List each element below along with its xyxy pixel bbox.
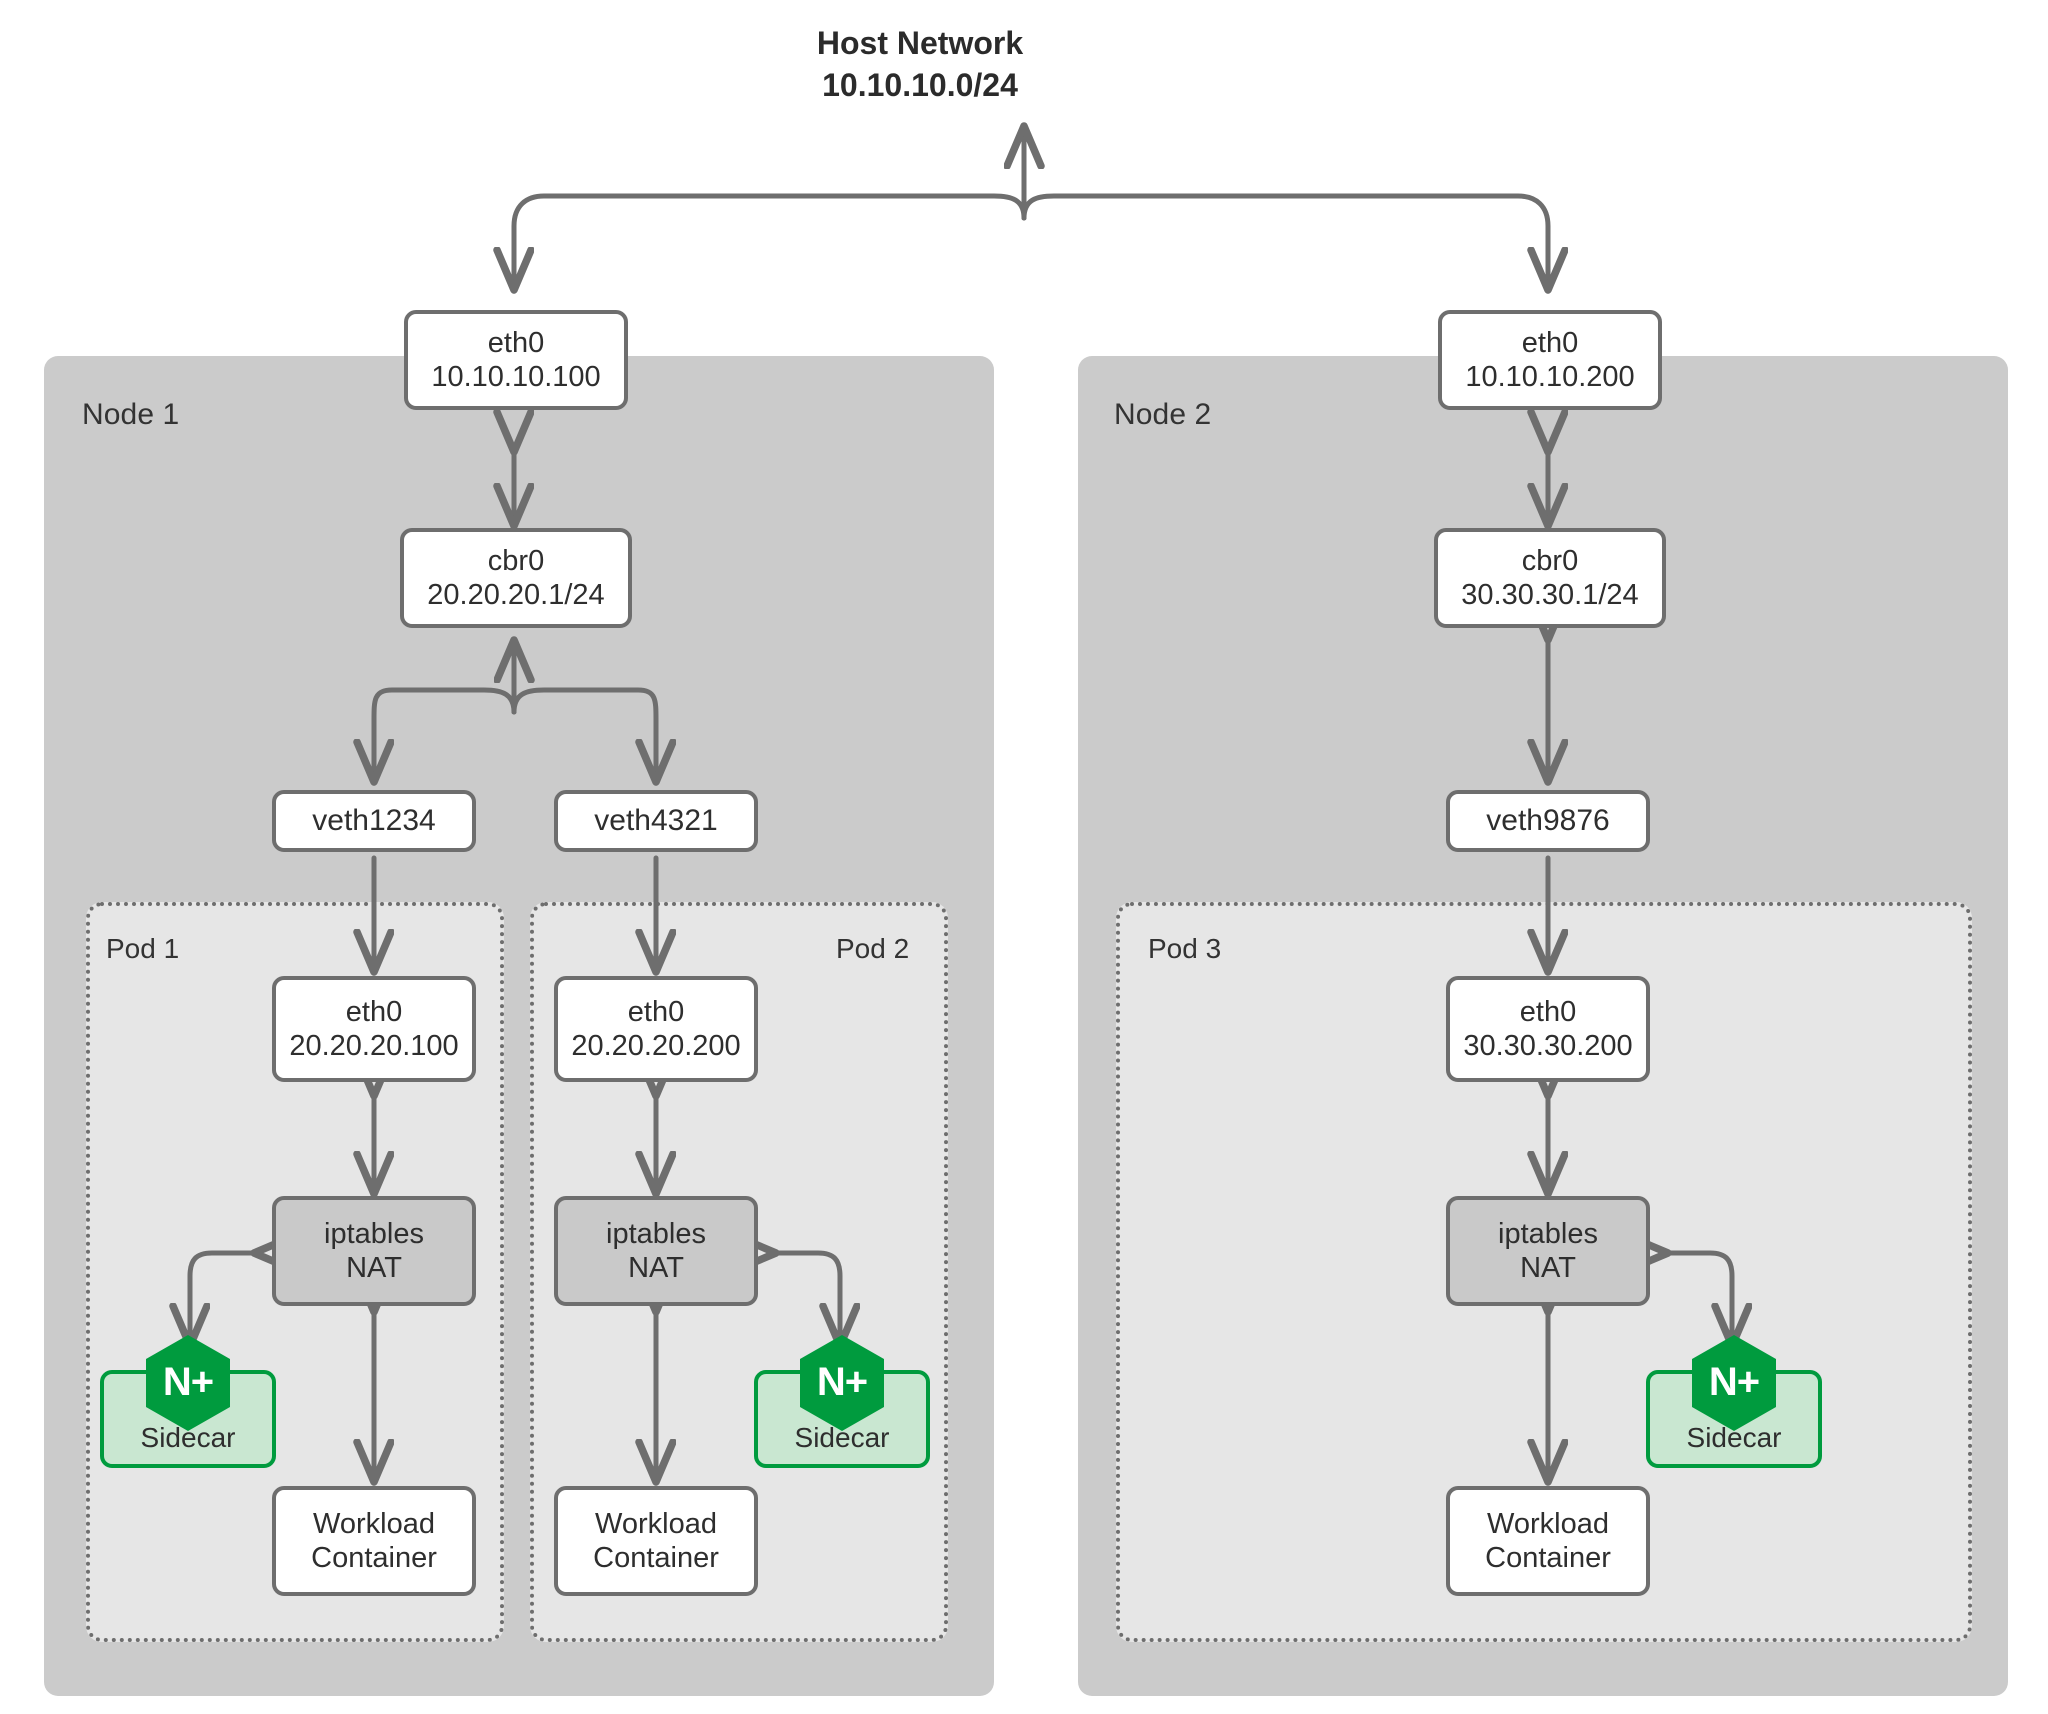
pod-1-iptables-nat-chip[interactable]: iptables NAT <box>272 1196 476 1306</box>
node-2-eth0-chip[interactable]: eth0 10.10.10.200 <box>1438 310 1662 410</box>
node-1-cbr0-ip: 20.20.20.1/24 <box>427 579 605 611</box>
wire-host-to-node2 <box>1021 193 1548 290</box>
veth1234-label: veth1234 <box>312 804 436 838</box>
pod-3-label: Pod 3 <box>1148 933 1222 964</box>
wire-host-to-node1 <box>514 193 1027 290</box>
veth4321-chip[interactable]: veth4321 <box>554 790 758 852</box>
node-2-cbr0-name: cbr0 <box>1521 544 1579 577</box>
host-network-name: Host Network <box>816 25 1024 61</box>
pod-3-eth0-chip[interactable]: eth0 30.30.30.200 <box>1446 976 1650 1082</box>
pod-3-workload-line2: Container <box>1485 1542 1611 1574</box>
pod-2-workload-container-chip[interactable]: Workload Container <box>554 1486 758 1596</box>
node-1-cbr0-chip[interactable]: cbr0 20.20.20.1/24 <box>400 528 632 628</box>
pod-3-workload-container-chip[interactable]: Workload Container <box>1446 1486 1650 1596</box>
node-1-eth0-chip[interactable]: eth0 10.10.10.100 <box>404 310 628 410</box>
pod-3-nat-line1: iptables <box>1498 1217 1598 1250</box>
veth9876-chip[interactable]: veth9876 <box>1446 790 1650 852</box>
pod-3-nginx-plus-icon: N+ <box>1690 1334 1778 1432</box>
node-2-eth0-name: eth0 <box>1521 326 1579 359</box>
pod-1-label: Pod 1 <box>106 933 180 964</box>
pod-2-eth0-ip: 20.20.20.200 <box>571 1030 741 1062</box>
veth9876-label: veth9876 <box>1486 804 1610 838</box>
pod-3-eth0-ip: 30.30.30.200 <box>1463 1030 1633 1062</box>
pod-1-nat-line1: iptables <box>324 1217 424 1250</box>
pod-1-nginx-plus-icon: N+ <box>144 1334 232 1432</box>
pod-2-nat-line2: NAT <box>628 1252 684 1284</box>
host-network-title: Host Network 10.10.10.0/24 <box>730 22 1110 106</box>
pod-3-workload-line1: Workload <box>1487 1507 1609 1540</box>
veth1234-chip[interactable]: veth1234 <box>272 790 476 852</box>
node-2-cbr0-chip[interactable]: cbr0 30.30.30.1/24 <box>1434 528 1666 628</box>
pod-1-eth0-ip: 20.20.20.100 <box>289 1030 459 1062</box>
pod-2-eth0-chip[interactable]: eth0 20.20.20.200 <box>554 976 758 1082</box>
pod-2-nat-line1: iptables <box>606 1217 706 1250</box>
pod-2-workload-line1: Workload <box>595 1507 717 1540</box>
pod-3-eth0-name: eth0 <box>1519 995 1577 1028</box>
host-network-cidr: 10.10.10.0/24 <box>822 67 1018 104</box>
node-1-eth0-ip: 10.10.10.100 <box>431 361 601 393</box>
pod-1-eth0-chip[interactable]: eth0 20.20.20.100 <box>272 976 476 1082</box>
node-1-cbr0-name: cbr0 <box>487 544 545 577</box>
pod-1-workload-line2: Container <box>311 1542 437 1574</box>
pod-3-iptables-nat-chip[interactable]: iptables NAT <box>1446 1196 1650 1306</box>
veth4321-label: veth4321 <box>594 804 718 838</box>
node-2-label: Node 2 <box>1114 398 1212 431</box>
pod-3-nginx-plus-text: N+ <box>1708 1359 1760 1404</box>
node-1-eth0-name: eth0 <box>487 326 545 359</box>
pod-2-eth0-name: eth0 <box>627 995 685 1028</box>
pod-2-label: Pod 2 <box>836 933 910 964</box>
pod-2-nginx-plus-icon: N+ <box>798 1334 886 1432</box>
pod-3-nat-line2: NAT <box>1520 1252 1576 1284</box>
pod-1-eth0-name: eth0 <box>345 995 403 1028</box>
pod-2-nginx-plus-text: N+ <box>816 1359 868 1404</box>
node-1-label: Node 1 <box>82 398 180 431</box>
pod-1-nat-line2: NAT <box>346 1252 402 1284</box>
pod-1-workload-container-chip[interactable]: Workload Container <box>272 1486 476 1596</box>
pod-1-workload-line1: Workload <box>313 1507 435 1540</box>
node-2-cbr0-ip: 30.30.30.1/24 <box>1461 579 1639 611</box>
node-2-eth0-ip: 10.10.10.200 <box>1465 361 1635 393</box>
pod-1-nginx-plus-text: N+ <box>162 1359 214 1404</box>
pod-2-iptables-nat-chip[interactable]: iptables NAT <box>554 1196 758 1306</box>
pod-2-workload-line2: Container <box>593 1542 719 1574</box>
